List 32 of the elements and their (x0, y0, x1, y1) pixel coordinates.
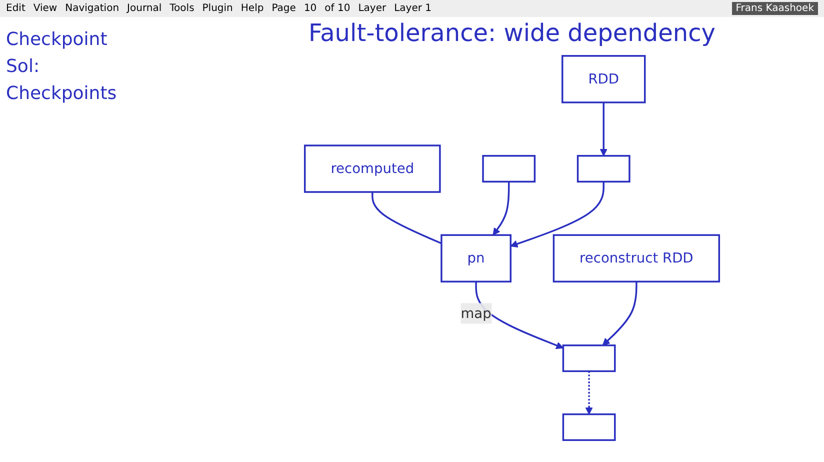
menu-item: Navigation (65, 3, 120, 14)
node-box (482, 154, 536, 183)
toolbar-label: of 10 (324, 3, 350, 14)
node-box: recomputed (304, 144, 441, 193)
presenter-name: Frans Kaashoek (732, 2, 818, 15)
title: Fault-tolerance: wide dependency (308, 19, 716, 47)
toolbar-label: 10 (304, 3, 317, 14)
menu-item: Help (240, 3, 264, 14)
toolbar-label: Layer 1 (394, 3, 432, 14)
connector (372, 192, 442, 244)
arrow (492, 182, 510, 236)
node-box: reconstruct RDD (552, 234, 720, 282)
toolbar-label: Layer (358, 3, 386, 14)
menu-item: Tools (170, 3, 194, 14)
node-box: pn (440, 234, 512, 282)
arrow (602, 282, 638, 346)
node-box: RDD (562, 55, 646, 104)
edge-label: map (460, 304, 492, 322)
menu-item: Edit (6, 3, 26, 14)
note: Sol: (6, 56, 41, 77)
node-box (562, 344, 616, 372)
arrow (510, 182, 604, 248)
node-box (562, 413, 616, 441)
toolbar-label: Page (272, 3, 296, 14)
note: Checkpoint (6, 29, 108, 50)
note: Checkpoints (6, 83, 118, 104)
arrow (585, 371, 593, 415)
menu-item: Plugin (202, 3, 233, 14)
menu-item: View (33, 3, 58, 14)
node-box (576, 154, 630, 183)
menu-item: Journal (127, 3, 162, 14)
arrow (600, 102, 608, 156)
